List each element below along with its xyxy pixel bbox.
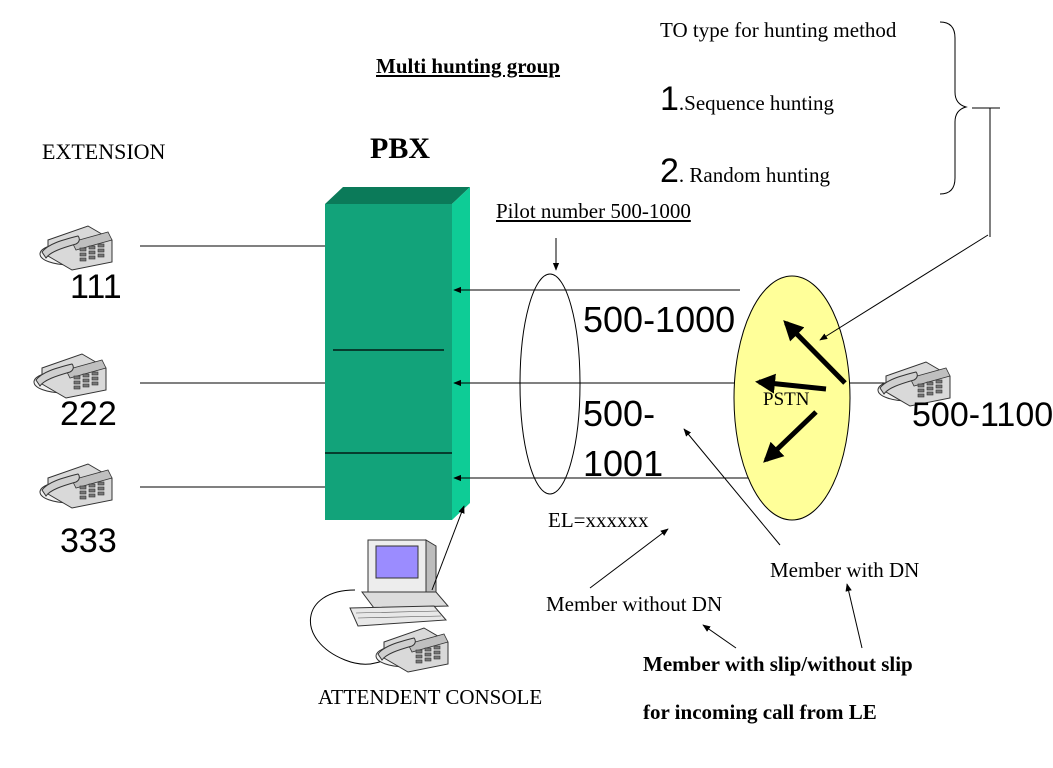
telephone-icon <box>39 463 113 509</box>
hunting-bracket <box>939 21 968 195</box>
console-base <box>361 591 450 609</box>
range-label-top: 500-1000 <box>583 299 736 340</box>
range-label-bottom-line2: 1001 <box>583 443 664 484</box>
console-to-pbx-arrow <box>431 505 465 591</box>
pbx-label: PBX <box>370 132 430 165</box>
member-with-dn-arrow <box>683 428 781 546</box>
hunting-item-label: .Sequence hunting <box>678 91 835 115</box>
remote-number: 500-1100 <box>912 396 1053 434</box>
pstn-label: PSTN <box>763 389 810 410</box>
member-without-dn-arrow <box>589 528 669 589</box>
slip-to-without-dn-arrow <box>702 624 737 649</box>
hunting-item-sequence: 1.Sequence hunting <box>660 82 834 116</box>
hunting-group-ellipse <box>519 273 581 495</box>
telephone-icon <box>33 353 107 399</box>
hunting-item-number: 2 <box>660 152 679 190</box>
attendant-console <box>309 539 450 665</box>
route-arrow-left <box>755 373 827 394</box>
el-label: EL=xxxxxx <box>548 508 649 532</box>
telephone-icon <box>375 627 449 673</box>
extension-number-333: 333 <box>60 522 117 560</box>
diagram-drawing <box>33 21 1000 673</box>
extension-heading: EXTENSION <box>42 139 166 164</box>
slip-note-line1: Member with slip/without slip <box>643 652 913 676</box>
telephone-icon <box>39 225 113 271</box>
hunting-method-heading: TO type for hunting method <box>660 18 897 42</box>
slip-note-line2: for incoming call from LE <box>643 700 877 724</box>
pbx-cabinet <box>325 187 470 520</box>
pbx-front-face <box>325 204 452 520</box>
route-arrow-down <box>763 410 818 463</box>
pbx-top-face <box>325 187 470 204</box>
hunting-item-random: 2. Random hunting <box>660 154 830 188</box>
console-keyboard <box>349 605 448 627</box>
pilot-number-label: Pilot number 500-1000 <box>496 199 691 223</box>
extension-number-111: 111 <box>70 268 122 306</box>
console-monitor-screen <box>375 545 419 579</box>
diagram-title: Multi hunting group <box>376 54 561 78</box>
member-with-dn-label: Member with DN <box>770 558 920 582</box>
member-without-dn-label: Member without DN <box>546 592 723 616</box>
range-label-bottom-line1: 500- <box>583 393 656 434</box>
route-arrow-up <box>783 320 847 385</box>
hunting-item-label: . Random hunting <box>678 163 831 187</box>
hunting-method-arrow <box>819 234 989 341</box>
pbx-side-face <box>452 187 470 520</box>
hunting-item-number: 1 <box>660 80 679 118</box>
slip-to-with-dn-arrow <box>845 583 863 649</box>
attendent-console-label: ATTENDENT CONSOLE <box>318 685 543 709</box>
diagram-canvas: Multi hunting group EXTENSION PBX TO typ… <box>33 18 1053 724</box>
extension-number-222: 222 <box>60 395 117 433</box>
